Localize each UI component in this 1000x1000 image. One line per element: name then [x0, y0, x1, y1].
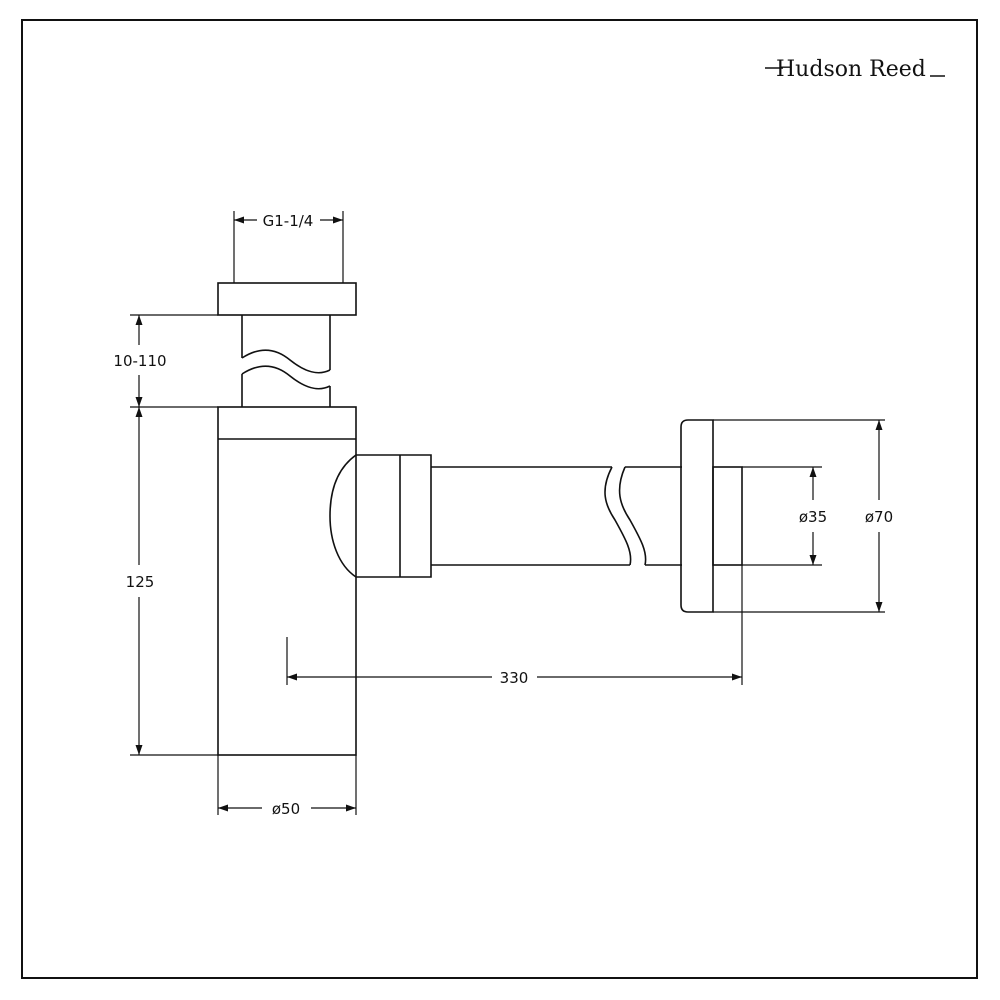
outlet-nut — [329, 454, 357, 578]
break-line-lower — [241, 365, 331, 390]
trap-body — [217, 406, 357, 756]
horizontal-pipe — [431, 466, 630, 566]
wall-flange — [680, 419, 714, 613]
dim-adjustable-height: 10-110 — [113, 352, 166, 370]
dim-thread: G1-1/4 — [263, 212, 314, 230]
pipe-break-left — [604, 466, 632, 566]
brand-name: Hudson Reed — [776, 57, 926, 82]
dim-outlet-diameter: ø35 — [799, 508, 827, 526]
dim-flange-diameter: ø70 — [865, 508, 893, 526]
break-line-upper — [241, 349, 331, 374]
brand-logo: Hudson Reed — [765, 57, 945, 82]
dimension-labels: G1-1/4 10-110 125 ø50 330 ø35 ø70 — [113, 212, 893, 818]
trap-outline — [217, 282, 743, 756]
top-flange — [217, 282, 357, 316]
pipe-segment-lower — [241, 374, 331, 407]
dim-body-diameter: ø50 — [272, 800, 300, 818]
dimension-lines — [130, 211, 885, 815]
dim-body-height: 125 — [126, 573, 155, 591]
pipe-segment-upper — [241, 315, 331, 370]
pipe-break-right — [618, 466, 647, 566]
wall-collar — [712, 466, 743, 566]
dim-length: 330 — [500, 669, 529, 687]
drawing-border — [21, 19, 978, 979]
